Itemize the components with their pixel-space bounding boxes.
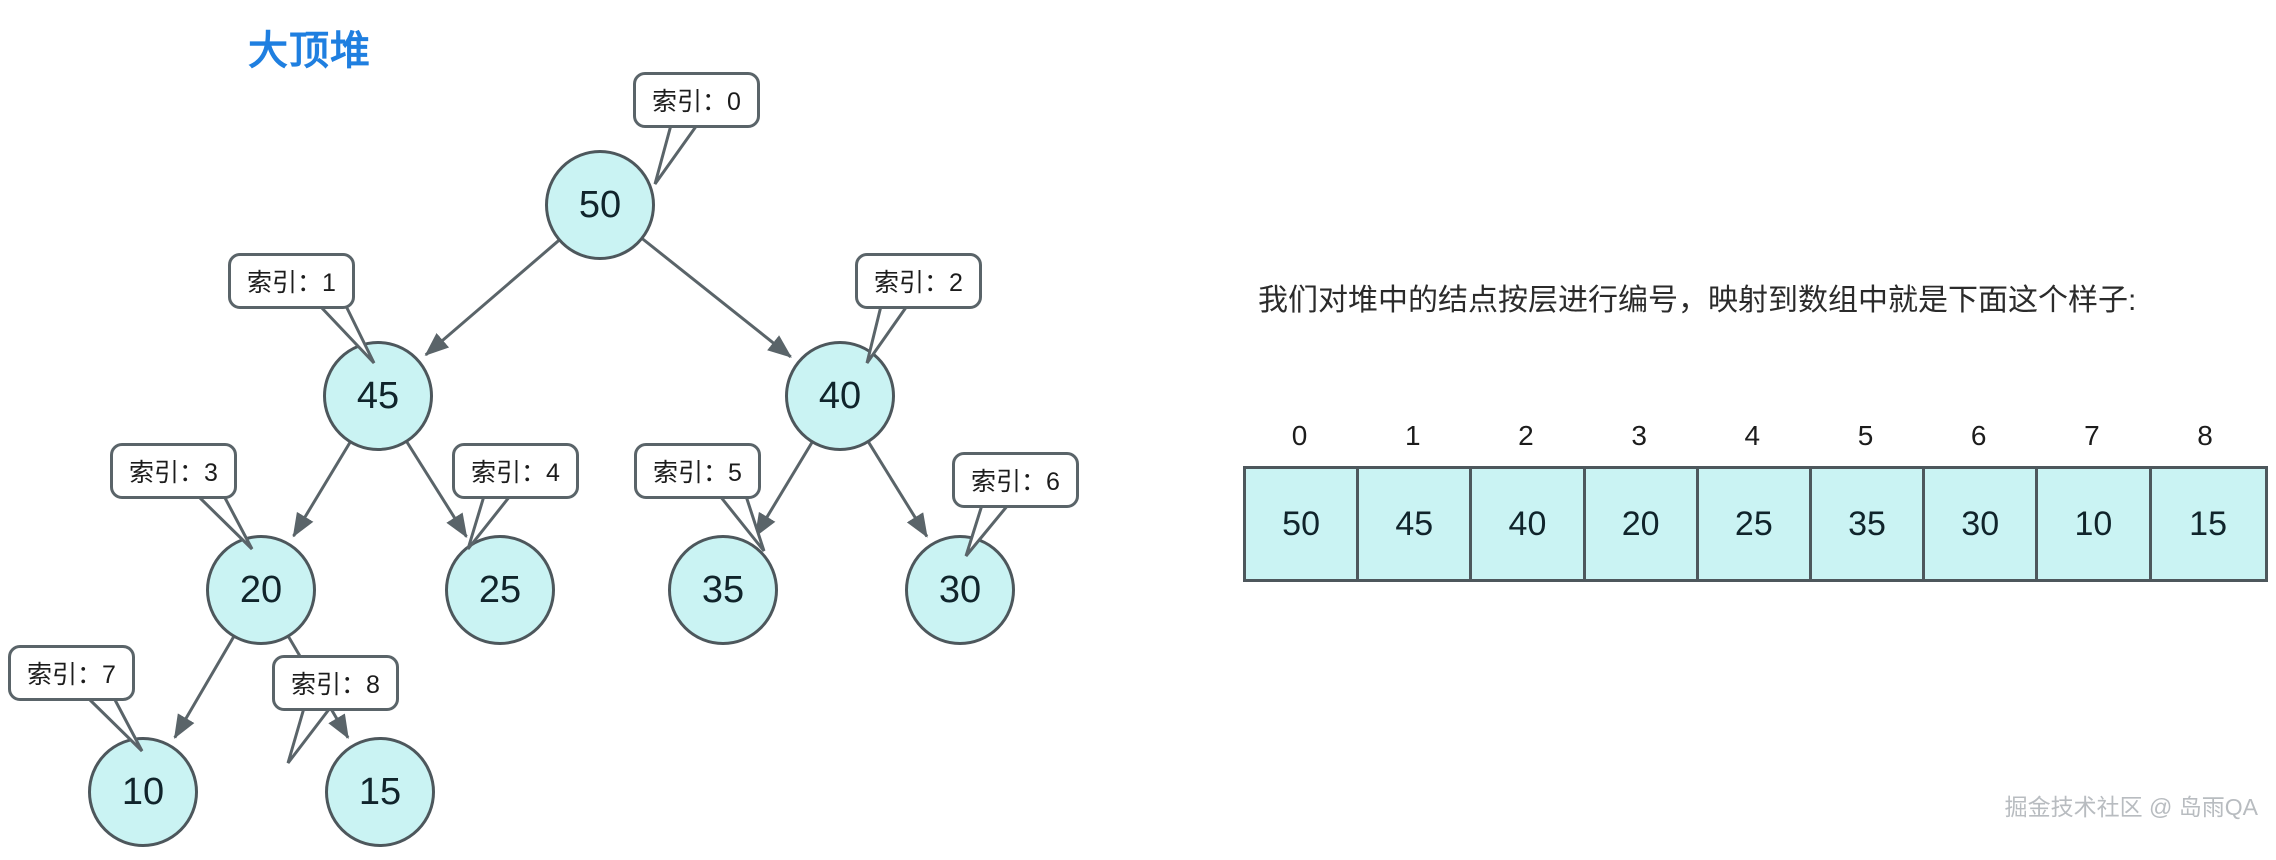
index-callout-2: 索引：2 [855, 253, 982, 309]
tree-node-value: 45 [356, 374, 400, 417]
tree-edge [292, 440, 352, 538]
tree-node-30: 30 [905, 535, 1015, 645]
tree-node-value: 30 [938, 568, 982, 611]
page-title: 大顶堆 [248, 29, 371, 73]
tree-node-15: 15 [325, 737, 435, 847]
callout-tail-icon [653, 121, 699, 185]
index-callout-6: 索引：6 [952, 452, 1079, 508]
array-cell: 15 [2189, 504, 2227, 543]
index-callout-label: 索引：7 [27, 661, 116, 689]
tree-node-value: 40 [818, 374, 862, 417]
callout-tail-icon [865, 302, 909, 364]
array-index-label: 7 [2084, 420, 2100, 451]
index-callout-label: 索引：1 [247, 269, 336, 297]
array-index-label: 0 [1291, 420, 1308, 451]
tree-node-value: 50 [578, 183, 622, 226]
array-cell: 50 [1246, 469, 1360, 579]
tree-node-value: 20 [239, 568, 283, 611]
index-callout-4: 索引：4 [452, 443, 579, 499]
index-callout-label: 索引：8 [291, 671, 380, 699]
array-cell: 35 [1812, 469, 1926, 579]
index-callout-1: 索引：1 [228, 253, 355, 309]
callout-tail-icon [86, 694, 144, 753]
tree-node-40: 40 [785, 341, 895, 451]
array-index-label: 5 [1857, 420, 1874, 451]
explanation-text: 我们对堆中的结点按层进行编号，映射到数组中就是下面这个样子: [1258, 284, 2137, 317]
index-callout-label: 索引：2 [874, 269, 963, 297]
array-cell: 25 [1699, 469, 1812, 579]
array-index-label: 3 [1631, 420, 1647, 451]
callout-tail-icon [286, 704, 332, 764]
callout-tail-icon [196, 492, 254, 551]
callout-tail-icon [964, 501, 1010, 557]
array-index-label: 4 [1744, 420, 1761, 451]
tree-node-25: 25 [445, 535, 555, 645]
index-callout-label: 索引：3 [129, 459, 218, 487]
array-index-label: 8 [2197, 420, 2213, 451]
tree-node-value: 10 [121, 770, 165, 813]
tree-node-45: 45 [323, 341, 433, 451]
index-callout-label: 索引：0 [652, 88, 741, 116]
watermark: 掘金技术社区 @ 岛雨QA [2004, 794, 2258, 820]
index-callout-7: 索引：7 [8, 645, 135, 701]
tree-node-50: 50 [545, 150, 655, 260]
index-callout-label: 索引：5 [653, 459, 742, 487]
array-cell: 10 [2038, 469, 2152, 579]
tree-node-value: 35 [701, 568, 745, 611]
index-callout-5: 索引：5 [634, 443, 761, 499]
tree-node-20: 20 [206, 535, 316, 645]
callout-tail-icon [318, 302, 376, 365]
array-cell: 45 [1359, 469, 1473, 579]
tree-node-35: 35 [668, 535, 778, 645]
index-callout-label: 索引：4 [471, 459, 560, 487]
index-callout-0: 索引：0 [633, 72, 760, 128]
index-callout-label: 索引：6 [971, 468, 1060, 496]
tree-node-value: 25 [478, 568, 522, 611]
tree-edge [640, 236, 792, 358]
tree-node-value: 15 [358, 770, 402, 813]
index-callout-3: 索引：3 [110, 443, 237, 499]
index-callout-8: 索引：8 [272, 655, 399, 711]
callout-tail-icon [466, 492, 512, 550]
array-cell: 30 [1925, 469, 2039, 579]
array-index-label: 1 [1404, 420, 1421, 451]
tree-node-10: 10 [88, 737, 198, 847]
callout-tail-icon [718, 492, 766, 552]
array-index-label: 2 [1518, 420, 1534, 451]
array-index-row: 0 1 2 3 4 5 6 7 8 [1243, 420, 2268, 452]
array-index-label: 6 [1970, 420, 1987, 451]
tree-edge [424, 238, 561, 357]
array-cell: 20 [1586, 469, 1699, 579]
array-cell: 40 [1472, 469, 1586, 579]
